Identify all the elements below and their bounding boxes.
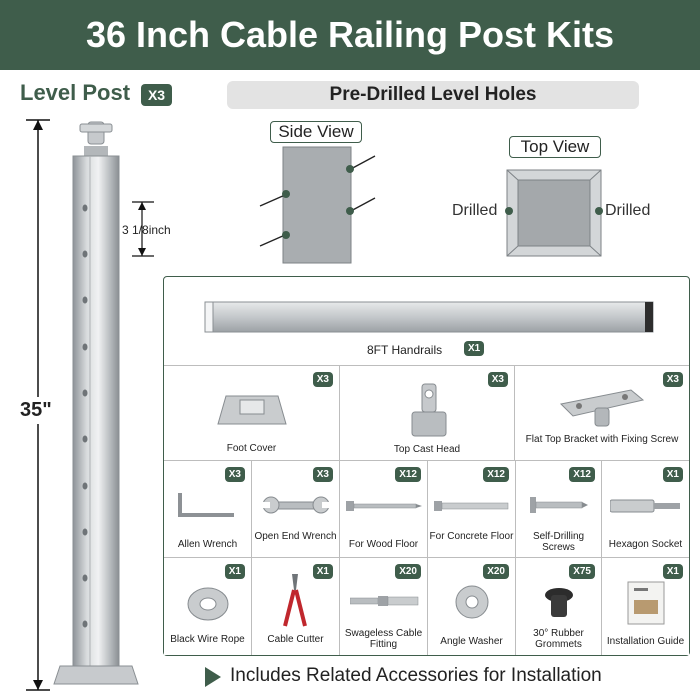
qty-badge: X12 (395, 467, 421, 482)
item-caption: Foot Cover (226, 443, 277, 454)
item-hexagon-socket: X1 Hexagon Socket (602, 461, 689, 558)
footer-note: Includes Related Accessories for Install… (230, 665, 602, 686)
concrete-anchor-icon (434, 501, 509, 511)
item-caption: Hexagon Socket (608, 539, 683, 550)
hex-socket-icon (610, 499, 680, 513)
top-view-label: Top View (509, 136, 601, 158)
bracket-icon (559, 389, 645, 427)
item-wood-screw: X12 For Wood Floor (340, 461, 428, 558)
item-concrete-anchor: X12 For Concrete Floor (428, 461, 516, 558)
qty-badge: X3 (312, 372, 333, 387)
row-divider (164, 365, 689, 366)
allen-wrench-icon (178, 493, 234, 517)
qty-badge: X3 (224, 467, 245, 482)
handrail-label: 8FT Handrails (367, 343, 443, 357)
item-caption: Angle Washer (440, 636, 503, 647)
item-cable-cutter: X1 Cable Cutter (252, 558, 340, 655)
item-caption: Top Cast Head (393, 444, 461, 455)
item-open-end-wrench: X3 Open End Wrench (252, 461, 340, 558)
item-caption: Installation Guide (606, 636, 685, 647)
post-height-label: 35" (20, 397, 52, 424)
title-banner (0, 0, 700, 70)
item-allen-wrench: X3 Allen Wrench (164, 461, 252, 558)
hole-spacing-label: 3 1/8inch (122, 223, 171, 237)
angle-washer-icon (455, 585, 489, 619)
item-caption: For Wood Floor (348, 539, 419, 550)
qty-badge: X12 (569, 467, 595, 482)
item-caption: Flat Top Bracket with Fixing Screw (525, 434, 679, 445)
item-caption: Open End Wrench (254, 531, 337, 542)
item-foot-cover: X3 Foot Cover (164, 366, 340, 461)
cable-fitting-icon (350, 596, 419, 606)
item-caption: For Concrete Floor (429, 531, 514, 542)
qty-badge: X1 (662, 467, 683, 482)
item-wire-rope: X1 Black Wire Rope (164, 558, 252, 655)
item-angle-washer: X20 Angle Washer (428, 558, 516, 655)
item-swageless-fitting: X20 Swageless Cable Fitting (340, 558, 428, 655)
item-caption: Swageless Cable Fitting (344, 628, 423, 650)
item-installation-guide: X1 Installation Guide (602, 558, 689, 655)
foot-cover-icon (217, 395, 287, 425)
item-caption: Cable Cutter (267, 634, 324, 645)
level-post-illustration (26, 119, 154, 691)
open-wrench-icon (262, 496, 330, 514)
qty-badge: X12 (483, 467, 509, 482)
wire-rope-icon (187, 587, 229, 621)
qty-badge: X3 (312, 467, 333, 482)
qty-badge: X3 (662, 372, 683, 387)
top-view-illustration (505, 169, 603, 257)
drilled-right-label: Drilled (605, 202, 651, 219)
wood-screw-icon (346, 501, 422, 511)
handrail-qty-badge: X1 (464, 341, 485, 356)
item-caption: 30° Rubber Grommets (533, 628, 584, 650)
guide-booklet-icon (627, 581, 665, 625)
level-post-qty-badge: X3 (141, 84, 172, 106)
item-self-drilling-screw: X12 Self-Drilling Screws (516, 461, 602, 558)
item-caption: Black Wire Rope (170, 634, 245, 645)
level-post-label: Level Post (20, 80, 131, 105)
item-caption: Allen Wrench (177, 539, 238, 550)
item-top-cast-head: X3 Top Cast Head (340, 366, 515, 461)
self-drilling-screw-icon (530, 497, 588, 513)
qty-badge: X20 (483, 564, 509, 579)
item-flat-top-bracket: X3 Flat Top Bracket with Fixing Screw (515, 366, 689, 461)
qty-badge: X20 (395, 564, 421, 579)
page-title: 36 Inch Cable Railing Post Kits (85, 14, 615, 55)
qty-badge: X75 (569, 564, 595, 579)
qty-badge: X1 (662, 564, 683, 579)
pre-drilled-heading: Pre-Drilled Level Holes (227, 81, 639, 109)
qty-badge: X3 (487, 372, 508, 387)
qty-badge: X1 (312, 564, 333, 579)
handrail-illustration (204, 301, 654, 333)
item-caption: Self-Drilling Screws (532, 531, 585, 553)
cable-cutter-icon (283, 574, 307, 627)
drilled-left-label: Drilled (452, 202, 498, 219)
cast-head-icon (411, 383, 447, 437)
footer-arrow-icon (205, 667, 221, 687)
qty-badge: X1 (224, 564, 245, 579)
item-rubber-grommets: X75 30° Rubber Grommets (516, 558, 602, 655)
side-view-label: Side View (270, 121, 362, 143)
side-view-illustration (259, 146, 376, 264)
grommet-icon (545, 588, 573, 617)
